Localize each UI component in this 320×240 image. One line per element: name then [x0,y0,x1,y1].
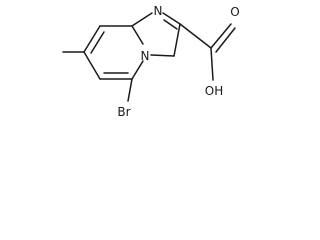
atom-label-oh: OH [205,84,223,98]
chemical-structure-diagram: N N Br O OH [62,4,240,119]
imidazole-ring [131,12,181,57]
bond-c5-n4 [131,60,144,80]
bond-c7-c7-double [90,31,105,54]
atom-label-n-bridge: N [141,49,150,63]
bond-n1-c2 [162,12,181,25]
pyridine-ring [83,25,144,80]
bond-n4-c8a [131,25,144,45]
atom-label-br: Br [117,105,130,119]
atom-label-o-carbonyl: O [230,5,239,19]
bond-carboxyl-o [210,23,232,49]
bond-c5-br [127,78,133,102]
bond-n1-c2-double [163,19,178,30]
atom-label-n-ring: N [154,4,163,18]
bond-c2-c3 [173,23,181,57]
bond-c8a-n1 [131,12,153,27]
bond-c3-n4 [150,54,175,57]
bond-c7-c6 [83,51,101,80]
atom-labels: N N Br O OH [117,4,239,119]
bond-c8-c7 [83,25,101,53]
bond-c2-carboxyl [179,23,212,49]
bond-carboxyl-o-double [215,27,236,53]
bond-carboxyl-oh [210,47,214,81]
substituents [62,23,236,102]
